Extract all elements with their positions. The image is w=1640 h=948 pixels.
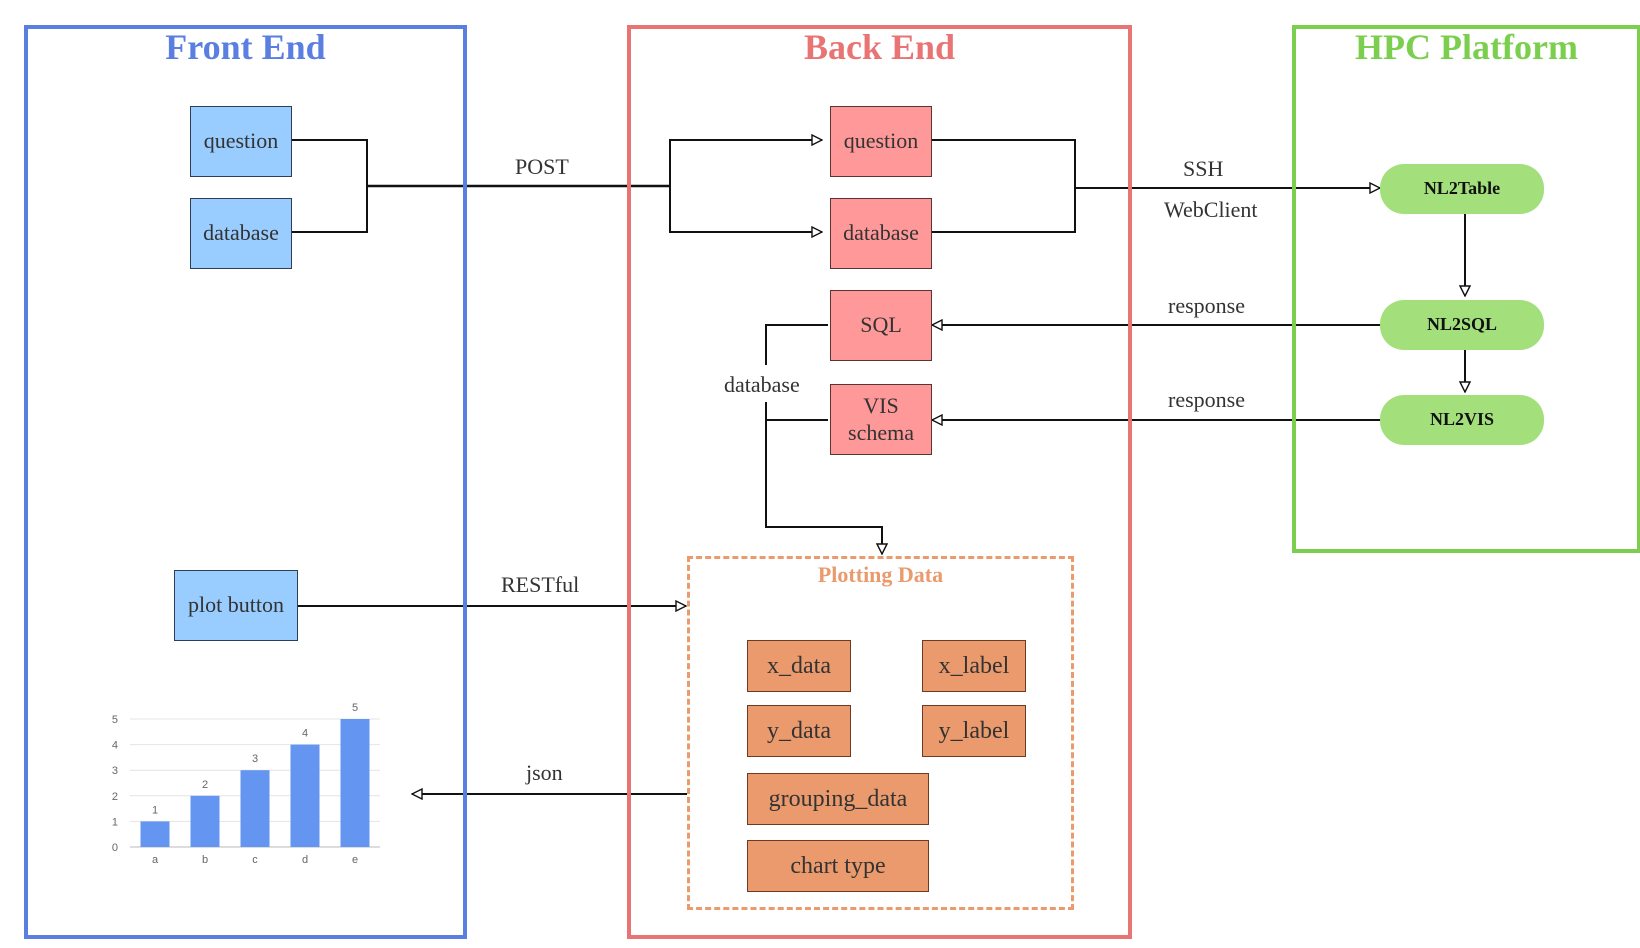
be-database-box: database bbox=[830, 198, 932, 269]
bar bbox=[190, 795, 220, 847]
webclient-label: WebClient bbox=[1164, 197, 1258, 222]
x-tick-label: e bbox=[352, 854, 358, 866]
data-label: 4 bbox=[302, 728, 308, 740]
edge-be-database bbox=[669, 186, 822, 232]
y-tick-label: 1 bbox=[112, 816, 118, 828]
y-tick-label: 0 bbox=[112, 842, 118, 854]
chart-type-box: chart type bbox=[747, 840, 929, 892]
y-data-box: y_data bbox=[747, 705, 851, 757]
plot-button[interactable]: plot button bbox=[174, 570, 298, 641]
restful-label: RESTful bbox=[501, 572, 580, 597]
nl2table-box: NL2Table bbox=[1380, 164, 1544, 214]
edge-fe-question bbox=[290, 139, 368, 186]
hpc-platform-title: HPC Platform bbox=[1355, 27, 1578, 67]
y-tick-label: 5 bbox=[112, 714, 118, 726]
database-label: database bbox=[722, 372, 802, 398]
json-label: json bbox=[526, 760, 563, 785]
ssh-label: SSH bbox=[1183, 156, 1224, 181]
edge-sql-database bbox=[765, 324, 828, 365]
x-data-box: x_data bbox=[747, 640, 851, 692]
data-label: 3 bbox=[252, 753, 258, 765]
bar bbox=[140, 821, 170, 847]
response-sql-label: response bbox=[1168, 293, 1245, 318]
post-label: POST bbox=[515, 154, 569, 179]
edge-be-question-out bbox=[928, 139, 1076, 188]
y-tick-label: 2 bbox=[112, 791, 118, 803]
bar bbox=[240, 770, 270, 847]
nl2sql-box: NL2SQL bbox=[1380, 300, 1544, 350]
fe-question-box: question bbox=[190, 106, 292, 177]
x-tick-label: a bbox=[152, 854, 159, 866]
data-label: 2 bbox=[202, 779, 208, 791]
sql-box: SQL bbox=[830, 290, 932, 361]
grouping-data-box: grouping_data bbox=[747, 773, 929, 825]
bar-chart: 0 1 2 3 4 5 1 a 2 b 3 c 4 d 5 e bbox=[112, 702, 380, 866]
back-end-panel bbox=[627, 25, 1132, 939]
plotting-data-group bbox=[687, 556, 1074, 910]
hpc-platform-panel bbox=[1292, 25, 1640, 553]
data-label: 1 bbox=[152, 804, 158, 816]
bar bbox=[340, 719, 370, 847]
x-tick-label: c bbox=[252, 854, 258, 866]
be-question-box: question bbox=[830, 106, 932, 177]
nl2vis-box: NL2VIS bbox=[1380, 395, 1544, 445]
vis-schema-box: VIS schema bbox=[830, 384, 932, 455]
data-label: 5 bbox=[352, 702, 358, 714]
edge-fe-database bbox=[290, 186, 368, 233]
edge-be-database-out bbox=[928, 188, 1076, 233]
x-tick-label: d bbox=[302, 854, 308, 866]
plotting-data-title: Plotting Data bbox=[817, 562, 944, 587]
back-end-title: Back End bbox=[803, 27, 956, 67]
front-end-title: Front End bbox=[165, 27, 326, 67]
y-tick-label: 4 bbox=[112, 740, 118, 752]
bar bbox=[290, 744, 320, 847]
y-label-box: y_label bbox=[922, 705, 1026, 757]
vis-schema-line2: schema bbox=[848, 419, 914, 445]
edge-be-question bbox=[669, 140, 822, 186]
x-tick-label: b bbox=[202, 854, 208, 866]
x-label-box: x_label bbox=[922, 640, 1026, 692]
fe-database-box: database bbox=[190, 198, 292, 269]
response-vis-label: response bbox=[1168, 387, 1245, 412]
y-tick-label: 3 bbox=[112, 765, 118, 777]
front-end-panel bbox=[24, 25, 467, 939]
vis-schema-line1: VIS bbox=[863, 393, 899, 419]
edge-database-plotting bbox=[765, 402, 882, 554]
